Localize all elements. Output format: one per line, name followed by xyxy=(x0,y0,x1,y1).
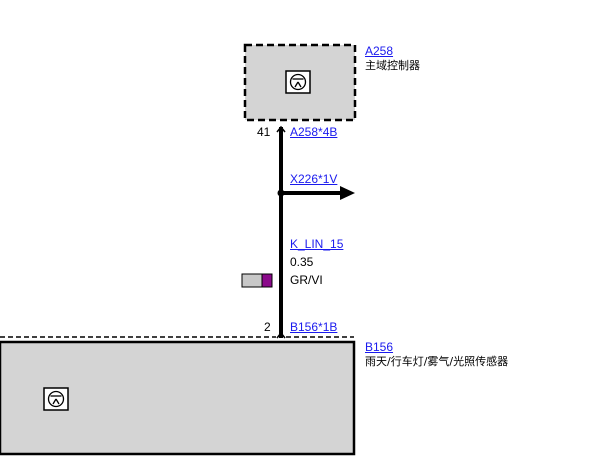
wire-color-swatch xyxy=(241,273,273,288)
splice-arrow xyxy=(340,186,355,200)
b156-component-name: 雨天/行车灯/雾气/光照传感器 xyxy=(365,355,509,368)
b156-pin-marker xyxy=(276,331,286,339)
a258-connector-link[interactable]: A258*4B xyxy=(290,125,338,139)
steering-wheel-icon xyxy=(43,387,69,411)
a258-component-link[interactable]: A258 xyxy=(365,44,394,58)
splice-connector-link[interactable]: X226*1V xyxy=(290,172,338,186)
a258-pin-number: 41 xyxy=(257,125,271,139)
b156-component-link[interactable]: B156 xyxy=(365,340,394,354)
wire-gauge: 0.35 xyxy=(290,255,314,269)
steering-wheel-icon xyxy=(285,70,311,94)
b156-connector-link[interactable]: B156*1B xyxy=(290,320,338,334)
a258-component-name: 主域控制器 xyxy=(365,59,420,72)
b156-pin-number: 2 xyxy=(264,320,271,334)
wire-color-code: GR/VI xyxy=(290,273,323,287)
wire-signal-link[interactable]: K_LIN_15 xyxy=(290,237,344,251)
